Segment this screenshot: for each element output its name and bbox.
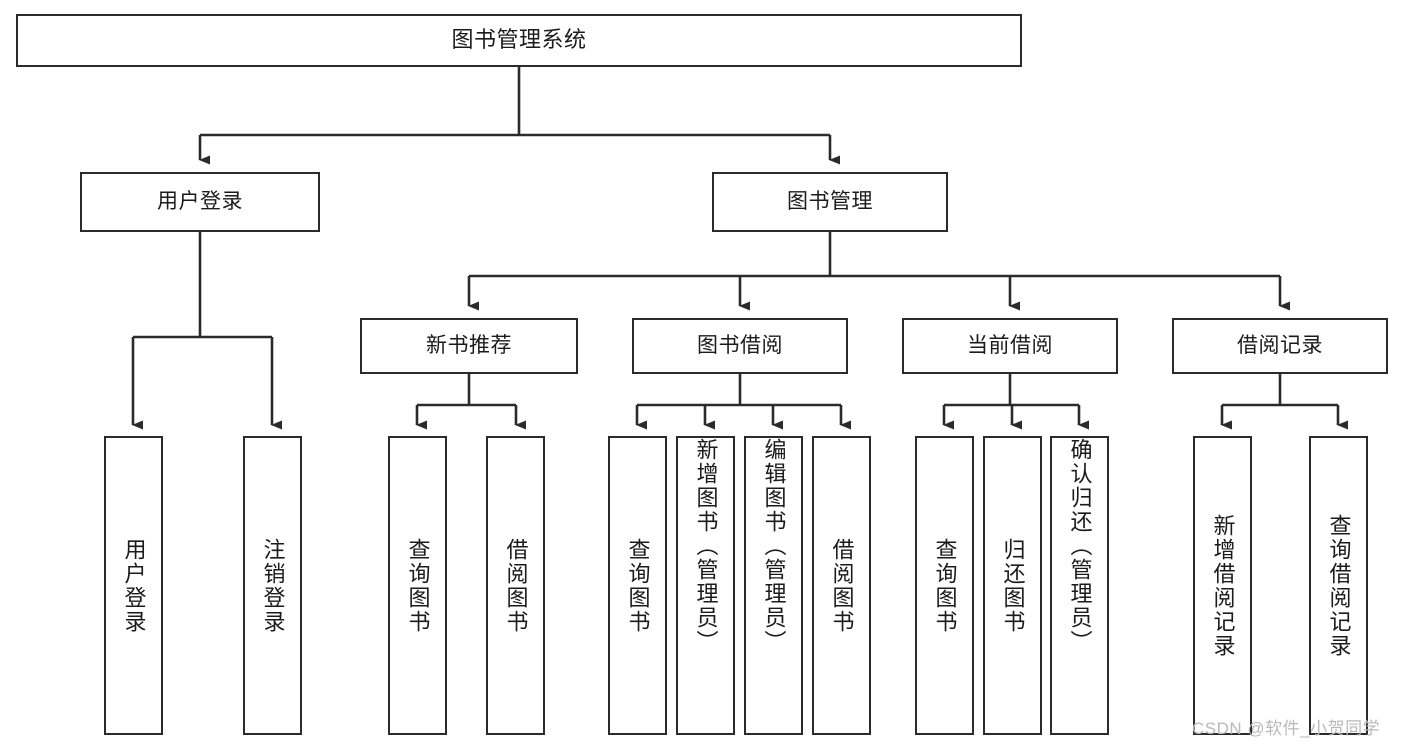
node-current-borrow-label: 当前借阅 xyxy=(967,334,1053,358)
leaf-borrow-edit-book-admin[interactable]: 编辑图书（管理员） xyxy=(744,436,803,735)
node-borrow-record[interactable]: 借阅记录 xyxy=(1172,318,1388,374)
node-current-borrow[interactable]: 当前借阅 xyxy=(902,318,1118,374)
leaf-label: 查询图书 xyxy=(932,537,958,634)
leaf-label: 查询图书 xyxy=(405,537,431,634)
node-root-label: 图书管理系统 xyxy=(451,27,587,53)
leaf-label: 借阅图书 xyxy=(829,537,855,634)
node-book-management-label: 图书管理 xyxy=(787,190,873,214)
node-book-borrow-label: 图书借阅 xyxy=(697,334,783,358)
leaf-label: 新增图书（管理员） xyxy=(693,438,719,654)
leaf-label: 确认归还（管理员） xyxy=(1067,438,1093,654)
leaf-label: 归还图书 xyxy=(1000,537,1026,634)
leaf-user-login-logout[interactable]: 注销登录 xyxy=(243,436,302,735)
node-user-login-label: 用户登录 xyxy=(157,190,243,214)
node-book-borrow[interactable]: 图书借阅 xyxy=(632,318,848,374)
node-user-login[interactable]: 用户登录 xyxy=(80,172,320,232)
leaf-label: 注销登录 xyxy=(260,537,286,634)
leaf-recommend-borrow-book[interactable]: 借阅图书 xyxy=(486,436,545,735)
leaf-borrow-borrow-book[interactable]: 借阅图书 xyxy=(812,436,871,735)
leaf-label: 借阅图书 xyxy=(503,537,529,634)
leaf-borrow-add-book-admin[interactable]: 新增图书（管理员） xyxy=(676,436,735,735)
leaf-current-query-book[interactable]: 查询图书 xyxy=(915,436,974,735)
node-borrow-record-label: 借阅记录 xyxy=(1237,334,1323,358)
node-new-book-recommend-label: 新书推荐 xyxy=(426,334,512,358)
leaf-borrow-query-book[interactable]: 查询图书 xyxy=(608,436,667,735)
node-book-management[interactable]: 图书管理 xyxy=(712,172,948,232)
leaf-recommend-query-book[interactable]: 查询图书 xyxy=(388,436,447,735)
leaf-record-add-record[interactable]: 新增借阅记录 xyxy=(1193,436,1252,735)
leaf-label: 查询借阅记录 xyxy=(1326,513,1352,658)
leaf-label: 查询图书 xyxy=(625,537,651,634)
leaf-label: 编辑图书（管理员） xyxy=(761,438,787,654)
leaf-current-confirm-return-admin[interactable]: 确认归还（管理员） xyxy=(1050,436,1109,735)
leaf-current-return-book[interactable]: 归还图书 xyxy=(983,436,1042,735)
leaf-record-query-record[interactable]: 查询借阅记录 xyxy=(1309,436,1368,735)
leaf-label: 用户登录 xyxy=(121,537,147,634)
node-new-book-recommend[interactable]: 新书推荐 xyxy=(360,318,578,374)
leaf-user-login-login[interactable]: 用户登录 xyxy=(104,436,163,735)
node-root[interactable]: 图书管理系统 xyxy=(16,14,1022,67)
leaf-label: 新增借阅记录 xyxy=(1210,513,1236,658)
